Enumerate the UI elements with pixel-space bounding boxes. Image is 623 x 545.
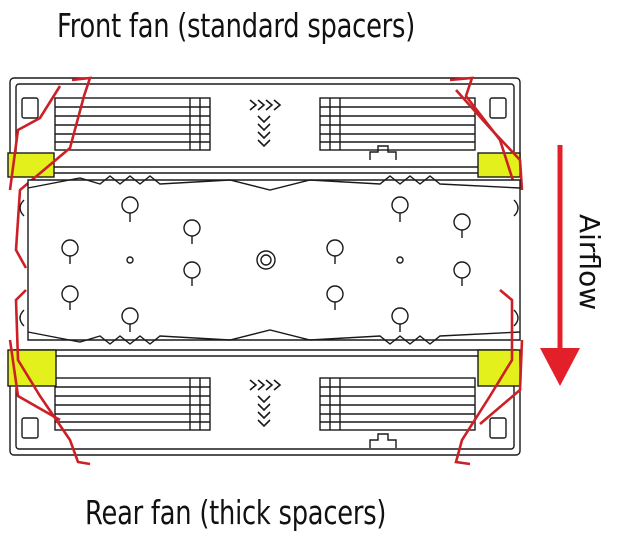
heatsink-pins — [61, 196, 471, 332]
rear-fan-caption: Rear fan (thick spacers) — [85, 493, 387, 532]
rear-clips — [8, 289, 524, 466]
rear-fan-right-blades — [319, 377, 476, 431]
airflow-label: Airflow — [573, 214, 606, 311]
center-hub — [256, 250, 276, 270]
front-fan — [9, 77, 521, 174]
front-right-spacer — [477, 152, 521, 178]
front-fan-caption: Front fan (standard spacers) — [57, 6, 416, 45]
airflow-arrow-icon — [540, 145, 580, 386]
heatsink-body — [19, 175, 521, 345]
rear-fan — [9, 349, 521, 456]
front-fan-right-blades — [319, 97, 476, 151]
front-fan-chevrons — [249, 99, 282, 148]
rear-fan-chevrons — [249, 379, 282, 428]
rear-fan-left-blades — [54, 377, 211, 431]
